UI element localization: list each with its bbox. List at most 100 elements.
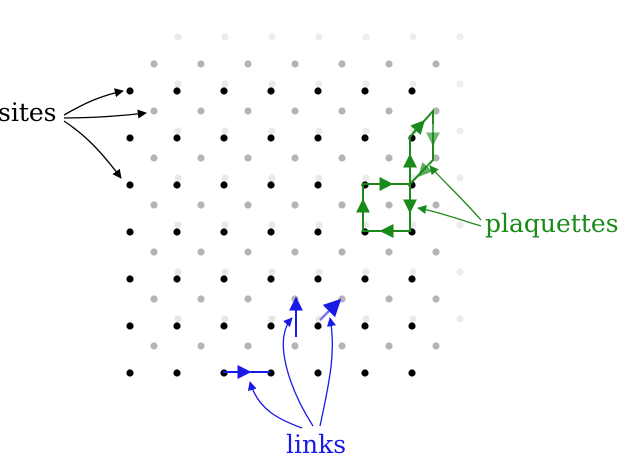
back-site	[197, 295, 205, 303]
back-site	[432, 201, 440, 209]
far-site	[456, 268, 464, 276]
far-site	[456, 315, 464, 323]
back-site	[291, 154, 299, 162]
far-site	[221, 174, 229, 182]
front-site	[220, 322, 228, 330]
far-site	[268, 221, 276, 229]
far-site-layer	[174, 33, 464, 323]
front-site	[314, 87, 322, 95]
sites-label: sites	[0, 98, 57, 127]
far-site	[174, 315, 182, 323]
back-site	[244, 60, 252, 68]
sites-pointer-arrow	[63, 88, 124, 116]
back-site	[197, 60, 205, 68]
sites-pointer-arrow	[63, 120, 122, 179]
far-site	[362, 315, 370, 323]
links-pointer-arrow	[247, 381, 303, 429]
front-site	[126, 181, 134, 189]
back-site	[150, 107, 158, 115]
far-site	[409, 33, 417, 41]
far-site	[362, 127, 370, 135]
far-site	[409, 221, 417, 229]
back-site	[291, 107, 299, 115]
front-site	[314, 369, 322, 377]
front-site	[220, 275, 228, 283]
far-site	[268, 268, 276, 276]
far-site	[315, 33, 323, 41]
back-site	[432, 248, 440, 256]
front-site	[314, 228, 322, 236]
back-site	[432, 342, 440, 350]
front-site	[173, 228, 181, 236]
back-site	[385, 154, 393, 162]
front-site	[173, 275, 181, 283]
plaquette-arrow	[410, 119, 425, 136]
back-site	[338, 201, 346, 209]
far-site	[456, 221, 464, 229]
front-site-layer	[126, 87, 416, 377]
back-site	[150, 295, 158, 303]
back-site	[197, 342, 205, 350]
far-site	[315, 127, 323, 135]
back-site	[244, 248, 252, 256]
front-site	[361, 87, 369, 95]
front-site	[408, 275, 416, 283]
far-site	[409, 268, 417, 276]
front-site	[361, 134, 369, 142]
far-site	[174, 174, 182, 182]
back-site	[150, 248, 158, 256]
far-site	[268, 33, 276, 41]
far-site	[221, 268, 229, 276]
far-site	[315, 80, 323, 88]
back-site	[385, 295, 393, 303]
sites-pointer-arrow	[63, 109, 147, 119]
back-site	[150, 342, 158, 350]
back-site	[197, 107, 205, 115]
back-site	[385, 107, 393, 115]
back-site	[150, 201, 158, 209]
links-pointer-arrow	[319, 317, 336, 427]
front-site	[173, 322, 181, 330]
back-site	[432, 107, 440, 115]
back-site	[150, 60, 158, 68]
front-site	[267, 134, 275, 142]
front-site	[220, 181, 228, 189]
front-site	[408, 87, 416, 95]
far-site	[221, 127, 229, 135]
front-site	[314, 134, 322, 142]
far-site	[221, 33, 229, 41]
far-site	[268, 127, 276, 135]
back-site	[197, 154, 205, 162]
back-site	[385, 342, 393, 350]
front-site	[173, 181, 181, 189]
front-site	[361, 275, 369, 283]
far-site	[315, 221, 323, 229]
plaquettes-pointer-arrow	[429, 165, 482, 221]
far-site	[362, 174, 370, 182]
links-pointer-arrow	[282, 317, 314, 427]
back-site	[338, 248, 346, 256]
far-site	[315, 174, 323, 182]
front-site	[126, 275, 134, 283]
front-site	[361, 322, 369, 330]
far-site	[268, 315, 276, 323]
far-site	[456, 174, 464, 182]
front-site	[314, 322, 322, 330]
plaquette-group	[356, 108, 440, 238]
back-site	[291, 342, 299, 350]
front-site	[220, 228, 228, 236]
front-site	[126, 322, 134, 330]
back-site	[338, 60, 346, 68]
front-site	[126, 369, 134, 377]
front-site	[267, 322, 275, 330]
back-site	[385, 201, 393, 209]
back-site	[244, 107, 252, 115]
far-site	[221, 315, 229, 323]
back-site	[244, 295, 252, 303]
front-site	[267, 87, 275, 95]
front-site	[267, 275, 275, 283]
front-site	[408, 369, 416, 377]
far-site	[221, 80, 229, 88]
plaquettes-pointer-arrow	[417, 204, 482, 227]
back-site	[385, 60, 393, 68]
